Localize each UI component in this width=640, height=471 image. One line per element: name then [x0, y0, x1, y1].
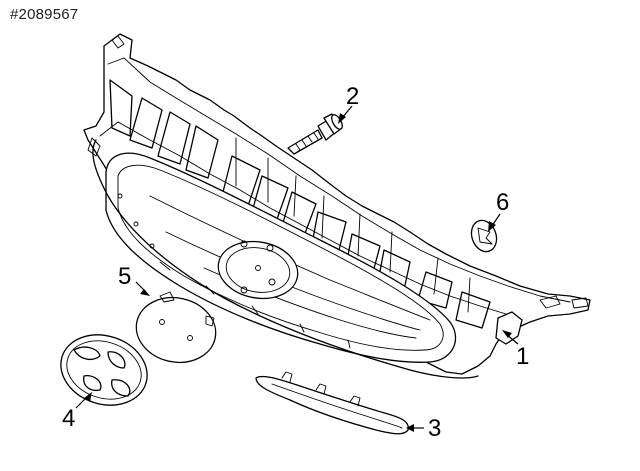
callout-4: 4 [62, 405, 75, 432]
screw [287, 113, 343, 155]
callout-5: 5 [118, 263, 131, 290]
emblem-bracket [135, 291, 217, 364]
callout-3: 3 [428, 415, 441, 442]
callout-leaders [75, 105, 519, 432]
reference-id: #2089567 [10, 6, 79, 23]
callout-2: 2 [346, 83, 359, 110]
clip [470, 219, 498, 253]
emblem [60, 334, 148, 406]
callout-6: 6 [496, 189, 509, 216]
callout-1: 1 [516, 343, 529, 370]
lower-molding-strip [255, 371, 409, 435]
grille-assembly [83, 33, 591, 379]
